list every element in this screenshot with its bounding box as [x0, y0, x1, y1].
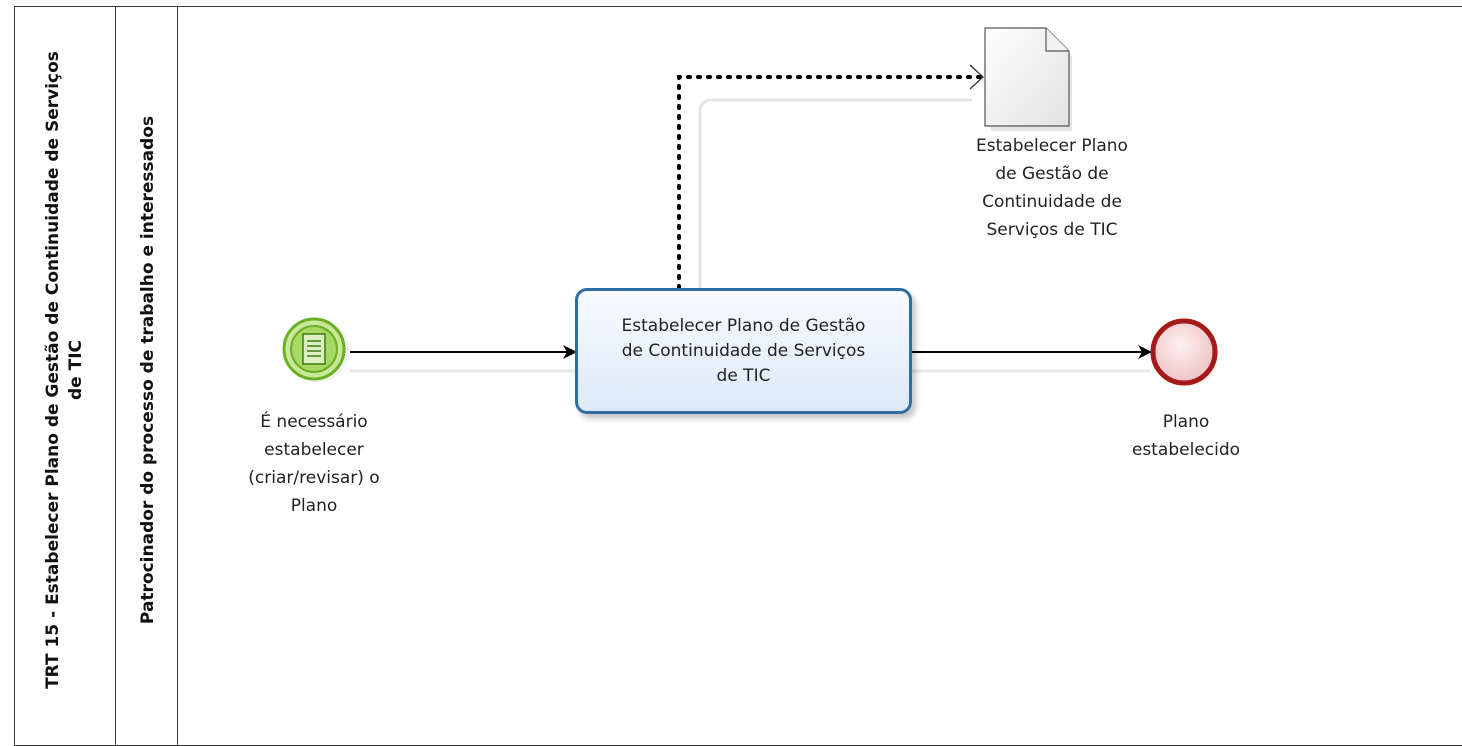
message-icon [302, 333, 326, 365]
end-label-line-2: estabelecido [1131, 440, 1241, 460]
end-event[interactable] [1150, 318, 1219, 386]
task-label-line-2: de Continuidade de Serviços [621, 340, 866, 361]
start-label-line-1: É necessário [260, 412, 368, 432]
association-shadow [698, 98, 972, 290]
end-event-label: Plano estabelecido [1101, 408, 1271, 464]
pool-header [14, 6, 116, 746]
start-label-line-4: Plano [290, 496, 338, 516]
document-icon [984, 27, 1070, 127]
data-association-arrowhead [969, 64, 984, 90]
data-object-label-line-3: Continuidade de [982, 192, 1122, 212]
task-box[interactable]: Estabelecer Plano de Gestão de Continuid… [575, 288, 912, 414]
start-label-line-2: estabelecer [264, 440, 364, 460]
start-event[interactable] [282, 317, 349, 382]
lane-header [116, 6, 178, 746]
data-object-label-line-4: Serviços de TIC [986, 220, 1118, 240]
data-object[interactable] [984, 27, 1072, 131]
task-label: Estabelecer Plano de Gestão de Continuid… [608, 314, 880, 389]
start-event-label: É necessário estabelecer (criar/revisar)… [214, 408, 414, 520]
start-label-line-3: (criar/revisar) o [248, 468, 380, 488]
task-label-line-1: Estabelecer Plano de Gestão [621, 315, 866, 336]
data-object-label-line-2: de Gestão de [995, 164, 1109, 184]
data-object-label-line-1: Estabelecer Plano [976, 136, 1128, 156]
end-label-line-1: Plano [1162, 412, 1210, 432]
task-label-line-3: de TIC [716, 365, 771, 386]
data-object-label: Estabelecer Plano de Gestão de Continuid… [942, 132, 1162, 244]
data-association[interactable] [677, 75, 984, 290]
